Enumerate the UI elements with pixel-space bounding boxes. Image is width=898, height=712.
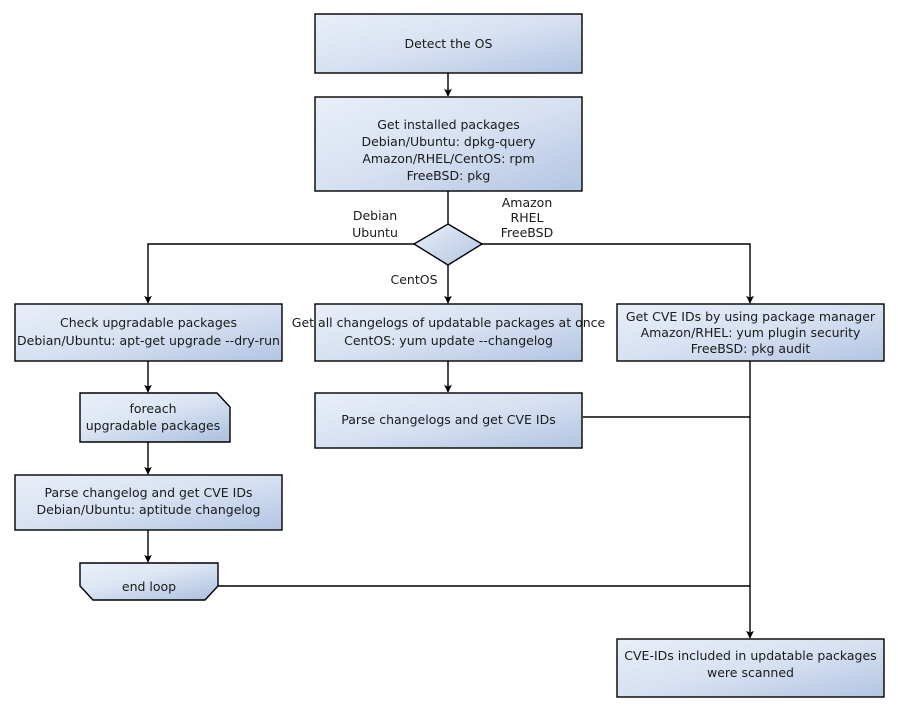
node-get-installed-packages-line-3: FreeBSD: pkg bbox=[407, 168, 491, 183]
edge-label-debian-ubuntu-line-0: Debian bbox=[353, 208, 397, 223]
node-cve-ids-scanned-line-0: CVE-IDs included in updatable packages bbox=[624, 648, 876, 663]
node-os-decision-shape bbox=[412, 223, 484, 266]
node-check-upgradable-packages-line-1: Debian/Ubuntu: apt-get upgrade --dry-run bbox=[17, 333, 280, 348]
node-end-loop-shape bbox=[79, 562, 219, 601]
edge-label-amazon-rhel-freebsd-line-2: FreeBSD bbox=[501, 225, 553, 240]
node-check-upgradable-packages[interactable]: Check upgradable packages Debian/Ubuntu:… bbox=[14, 303, 283, 362]
edge-label-centos: CentOS bbox=[390, 272, 437, 287]
node-get-cve-ids-package-manager-line-1: Amazon/RHEL: yum plugin security bbox=[641, 325, 861, 340]
node-get-installed-packages-shape bbox=[314, 96, 583, 192]
node-get-installed-packages-line-2: Amazon/RHEL/CentOS: rpm bbox=[362, 151, 534, 166]
node-check-upgradable-packages-line-0: Check upgradable packages bbox=[60, 315, 237, 330]
node-parse-changelog-get-cve-ids[interactable]: Parse changelog and get CVE IDs Debian/U… bbox=[14, 474, 283, 531]
node-os-decision[interactable] bbox=[412, 223, 484, 266]
node-cve-ids-scanned-shape bbox=[616, 638, 885, 698]
node-get-installed-packages[interactable]: Get installed packages Debian/Ubuntu: dp… bbox=[314, 96, 583, 192]
node-cve-ids-scanned[interactable]: CVE-IDs included in updatable packages w… bbox=[616, 638, 885, 698]
node-parse-changelogs-get-cve-ids-shape bbox=[314, 392, 583, 449]
node-end-loop[interactable]: end loop bbox=[79, 562, 219, 601]
node-get-all-changelogs-line-1: CentOS: yum update --changelog bbox=[344, 333, 553, 348]
node-get-cve-ids-package-manager-line-2: FreeBSD: pkg audit bbox=[691, 341, 811, 356]
node-get-installed-packages-line-1: Debian/Ubuntu: dpkg-query bbox=[361, 134, 536, 149]
connector-decision-to-cve-pkgmanager bbox=[482, 243, 754, 304]
node-get-cve-ids-package-manager-line-0: Get CVE IDs by using package manager bbox=[626, 309, 876, 324]
node-foreach-loop-start-line-1: upgradable packages bbox=[86, 418, 221, 433]
node-get-all-changelogs-line-0: Get all changelogs of updatable packages… bbox=[292, 315, 606, 330]
edge-label-debian-ubuntu: Debian Ubuntu bbox=[352, 208, 398, 240]
edge-label-amazon-rhel-freebsd-line-1: RHEL bbox=[511, 210, 544, 225]
edge-label-amazon-rhel-freebsd-line-0: Amazon bbox=[502, 195, 553, 210]
node-get-all-changelogs-shape bbox=[314, 303, 583, 362]
edge-label-debian-ubuntu-line-1: Ubuntu bbox=[352, 225, 398, 240]
node-parse-changelog-get-cve-ids-line-1: Debian/Ubuntu: aptitude changelog bbox=[37, 502, 261, 517]
node-get-installed-packages-line-0: Get installed packages bbox=[377, 117, 520, 132]
node-foreach-loop-start[interactable]: foreach upgradable packages bbox=[79, 392, 231, 443]
node-parse-changelogs-get-cve-ids-line-0: Parse changelogs and get CVE IDs bbox=[341, 412, 555, 427]
node-detect-os[interactable]: Detect the OS bbox=[314, 13, 583, 74]
node-foreach-loop-start-line-0: foreach bbox=[129, 401, 176, 416]
node-check-upgradable-packages-shape bbox=[14, 303, 283, 362]
connector-decision-to-check-upgradable bbox=[144, 243, 414, 304]
node-get-cve-ids-package-manager-shape bbox=[616, 303, 885, 362]
node-parse-changelog-get-cve-ids-line-0: Parse changelog and get CVE IDs bbox=[45, 485, 253, 500]
node-cve-ids-scanned-line-1: were scanned bbox=[707, 665, 794, 680]
node-get-all-changelogs[interactable]: Get all changelogs of updatable packages… bbox=[292, 303, 606, 362]
node-end-loop-line-0: end loop bbox=[122, 579, 176, 594]
node-foreach-loop-start-shape bbox=[79, 392, 231, 443]
node-detect-os-line-0: Detect the OS bbox=[405, 36, 493, 51]
node-parse-changelogs-get-cve-ids[interactable]: Parse changelogs and get CVE IDs bbox=[314, 392, 583, 449]
node-get-cve-ids-package-manager[interactable]: Get CVE IDs by using package manager Ama… bbox=[616, 303, 885, 362]
node-parse-changelog-get-cve-ids-shape bbox=[14, 474, 283, 531]
node-detect-os-shape bbox=[314, 13, 583, 74]
edge-label-amazon-rhel-freebsd: Amazon RHEL FreeBSD bbox=[501, 195, 553, 240]
edge-label-centos-line-0: CentOS bbox=[390, 272, 437, 287]
